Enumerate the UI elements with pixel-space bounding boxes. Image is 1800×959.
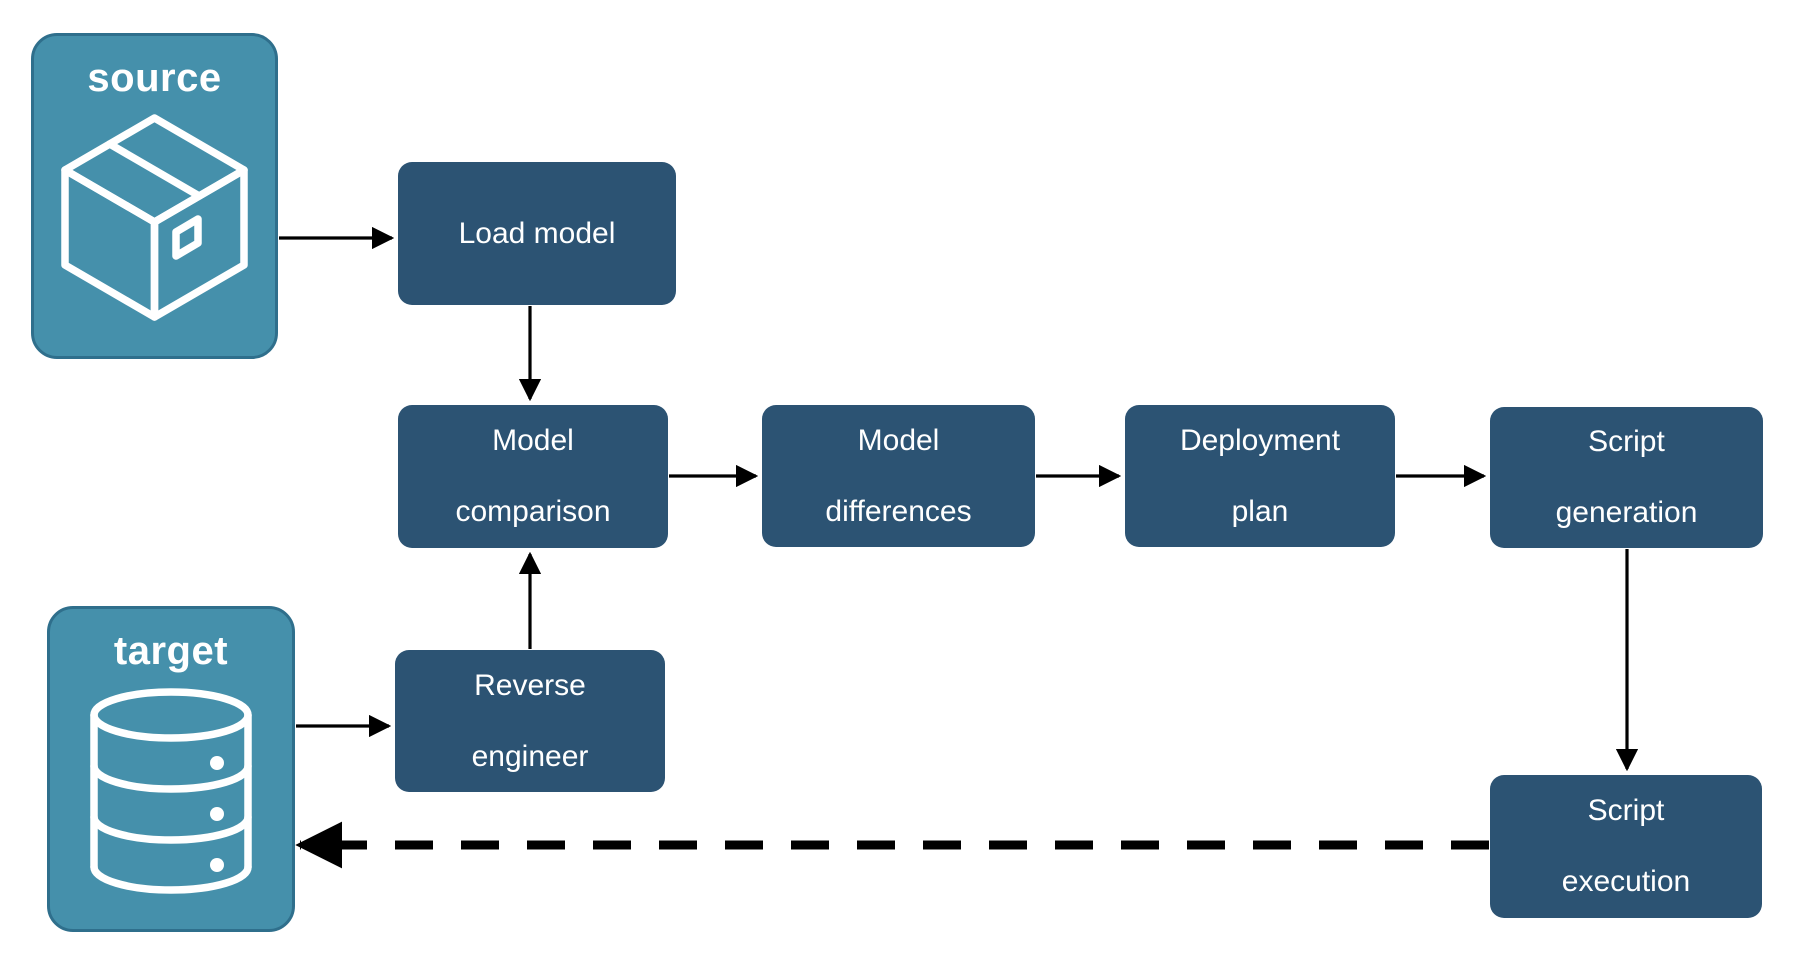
process-model-differences-label: Model differences <box>825 423 972 528</box>
endpoint-target[interactable]: target <box>47 606 295 932</box>
process-deployment-plan[interactable]: Deployment plan <box>1125 405 1395 547</box>
process-load-model-label: Load model <box>458 216 616 250</box>
process-script-generation[interactable]: Script generation <box>1490 407 1763 548</box>
endpoint-target-label: target <box>113 629 229 673</box>
database-cylinder-icon <box>90 688 252 894</box>
process-model-comparison-label: Model comparison <box>455 424 611 529</box>
process-reverse-engineer[interactable]: Reverse engineer <box>395 650 665 792</box>
process-script-execution[interactable]: Script execution <box>1490 775 1762 918</box>
process-script-generation-label: Script generation <box>1555 425 1698 530</box>
package-box-icon <box>61 114 248 321</box>
process-load-model[interactable]: Load model <box>398 162 676 305</box>
endpoint-source-label: source <box>87 56 222 100</box>
endpoint-source[interactable]: source <box>31 33 278 359</box>
process-model-comparison[interactable]: Model comparison <box>398 405 668 548</box>
process-script-execution-label: Script execution <box>1561 794 1691 899</box>
process-reverse-engineer-label: Reverse engineer <box>471 668 589 773</box>
process-deployment-plan-label: Deployment plan <box>1179 423 1341 528</box>
process-model-differences[interactable]: Model differences <box>762 405 1035 547</box>
